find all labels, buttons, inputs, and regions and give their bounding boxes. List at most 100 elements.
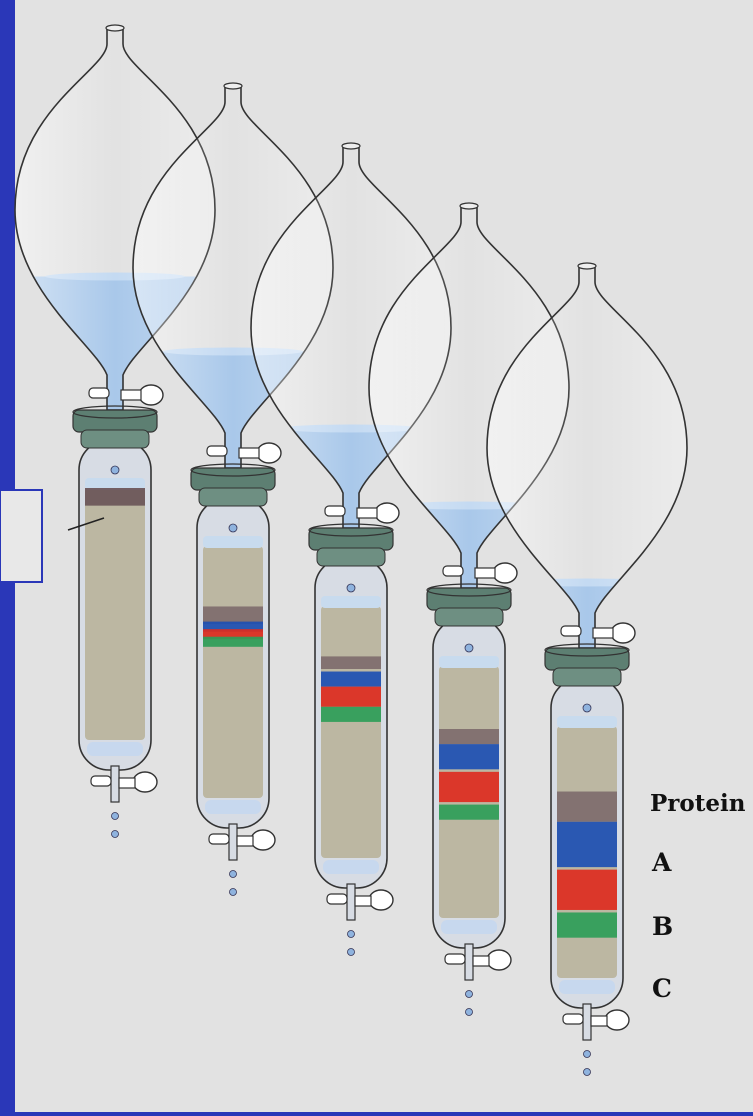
outlet-stopcock-handle xyxy=(444,953,466,965)
funnel-mouth xyxy=(223,82,243,90)
column-stopper xyxy=(426,587,512,611)
outlet-stopcock-knob xyxy=(486,949,512,971)
column-stopper-lower xyxy=(316,547,386,567)
outlet-stopcock-stem xyxy=(590,1015,608,1027)
column-outlet-tube xyxy=(346,883,356,921)
legend-label-c: C xyxy=(652,974,672,1003)
funnel-stopcock-stem xyxy=(474,567,496,579)
outlet-stopcock-stem xyxy=(354,895,372,907)
eluent-layer xyxy=(203,536,263,548)
column-packing xyxy=(85,488,145,740)
band-A xyxy=(557,821,617,868)
outlet-drop xyxy=(111,812,119,820)
outlet-drop xyxy=(229,870,237,878)
outlet-stopcock-handle xyxy=(562,1013,584,1025)
band-B xyxy=(439,771,499,803)
band-sample xyxy=(85,488,145,506)
legend-label-b: B xyxy=(652,912,674,941)
column-ring xyxy=(308,523,394,537)
band-C xyxy=(321,706,381,722)
side-tab xyxy=(0,489,43,583)
outlet-stopcock-knob xyxy=(604,1009,630,1031)
funnel-mouth xyxy=(577,262,597,270)
eluent-layer xyxy=(557,716,617,728)
column-bottom-liquid xyxy=(441,920,497,934)
column-stopper xyxy=(72,409,158,433)
funnel-stopcock-knob xyxy=(256,442,282,464)
drip xyxy=(464,643,474,653)
column-stopper-lower xyxy=(198,487,268,507)
funnel-mouth xyxy=(341,142,361,150)
legend-label-a: A xyxy=(652,848,672,877)
column-bottom-liquid xyxy=(323,860,379,874)
band-A xyxy=(321,671,381,687)
funnel-stopcock-knob xyxy=(610,622,636,644)
band-impurity xyxy=(439,729,499,745)
band-C xyxy=(203,636,263,647)
outlet-stopcock-handle xyxy=(326,893,348,905)
outlet-stopcock-handle xyxy=(208,833,230,845)
band-C xyxy=(557,912,617,938)
band-B xyxy=(321,686,381,707)
funnel-stopcock-stem xyxy=(592,627,614,639)
column-stopper xyxy=(544,647,630,671)
column-outlet-tube xyxy=(464,943,474,981)
funnel-mouth xyxy=(459,202,479,210)
column-outlet-tube xyxy=(582,1003,592,1041)
funnel-stopcock-knob xyxy=(492,562,518,584)
legend-title: Protein xyxy=(650,790,746,817)
drip xyxy=(110,465,120,475)
outlet-stopcock-stem xyxy=(236,835,254,847)
column-bottom-liquid xyxy=(559,980,615,994)
outlet-stopcock-knob xyxy=(368,889,394,911)
funnel-stopcock-knob xyxy=(374,502,400,524)
column-bottom-liquid xyxy=(205,800,261,814)
outlet-stopcock-stem xyxy=(472,955,490,967)
column-stopper xyxy=(190,467,276,491)
column-outlet-tube xyxy=(110,765,120,803)
outlet-drop xyxy=(583,1050,591,1058)
funnel-stopcock-stem xyxy=(238,447,260,459)
funnel-stopcock-handle xyxy=(206,445,228,457)
outlet-drop xyxy=(229,888,237,896)
column-stopper-lower xyxy=(434,607,504,627)
column-stopper-lower xyxy=(552,667,622,687)
band-A xyxy=(203,621,263,632)
funnel-stopcock-stem xyxy=(356,507,378,519)
funnel-stopcock-handle xyxy=(442,565,464,577)
column-ring xyxy=(72,405,158,419)
band-B xyxy=(557,869,617,910)
funnel-stopcock-handle xyxy=(324,505,346,517)
outlet-stopcock-stem xyxy=(118,777,136,789)
drip xyxy=(346,583,356,593)
column-outlet-tube xyxy=(228,823,238,861)
eluent-layer xyxy=(321,596,381,608)
outlet-stopcock-knob xyxy=(250,829,276,851)
eluent-layer xyxy=(439,656,499,668)
drip xyxy=(228,523,238,533)
funnel-stopcock-stem xyxy=(120,389,142,401)
outlet-drop xyxy=(347,930,355,938)
column-ring xyxy=(544,643,630,657)
column-stopper xyxy=(308,527,394,551)
outlet-stopcock-knob xyxy=(132,771,158,793)
pointer-line xyxy=(67,517,105,531)
funnel-stopcock-handle xyxy=(560,625,582,637)
band-impurity xyxy=(321,656,381,669)
outlet-drop xyxy=(583,1068,591,1076)
column-ring xyxy=(190,463,276,477)
outlet-drop xyxy=(465,1008,473,1016)
column-packing xyxy=(321,606,381,858)
column-bottom-liquid xyxy=(87,742,143,756)
drip xyxy=(582,703,592,713)
column-ring xyxy=(426,583,512,597)
outlet-drop xyxy=(347,948,355,956)
funnel-stopcock-handle xyxy=(88,387,110,399)
outlet-stopcock-handle xyxy=(90,775,112,787)
band-C xyxy=(439,804,499,820)
band-B xyxy=(203,629,263,640)
band-impurity xyxy=(203,606,263,625)
eluent-layer xyxy=(85,478,145,490)
outlet-drop xyxy=(111,830,119,838)
